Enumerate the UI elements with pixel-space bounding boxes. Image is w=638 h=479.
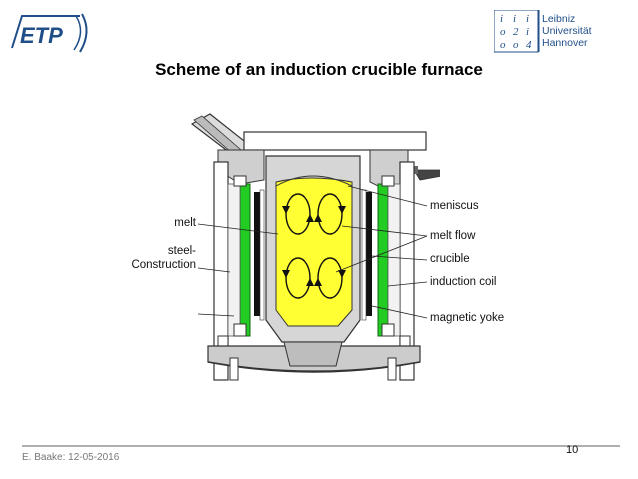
seal-char: i — [526, 13, 529, 25]
university-line-2: Universität — [542, 25, 592, 37]
seal-char: i — [500, 13, 503, 25]
furnace-diagram — [190, 113, 440, 381]
seal-char: o — [500, 26, 506, 38]
seal-char: o — [500, 39, 506, 51]
magnetic-yoke-left — [254, 192, 260, 316]
flow-arrowheads — [282, 206, 346, 286]
label-steel-line-2: Construction — [131, 259, 196, 271]
magnetic-yoke-right — [366, 192, 372, 316]
footer-divider — [22, 445, 620, 447]
foot-left — [229, 357, 239, 381]
seal-char: i — [526, 26, 529, 38]
slide-title: Scheme of an induction crucible furnace — [155, 60, 483, 79]
seal-char: i — [513, 13, 516, 25]
label-induction-coil: induction coil — [430, 276, 497, 288]
footer-author-date: E. Baake: 12-05-2016 — [22, 452, 120, 463]
page-number: 10 — [566, 444, 579, 456]
foot-right — [387, 357, 397, 381]
induction-coil-right — [377, 183, 389, 337]
etp-logo: ETP — [11, 13, 88, 53]
university-name: Leibniz Universität Hannover — [542, 13, 592, 49]
meniscus-dome — [275, 175, 353, 187]
label-magnetic-yoke: magnetic yoke — [430, 312, 505, 324]
label-melt: melt — [174, 217, 196, 229]
university-line-1: Leibniz — [542, 13, 576, 25]
label-melt-flow: melt flow — [430, 230, 476, 242]
seal-char: 2 — [513, 26, 519, 38]
etp-logo-text: ETP — [20, 23, 63, 48]
label-meniscus: meniscus — [430, 200, 479, 212]
seal-char: 4 — [526, 39, 532, 51]
seal-char: o — [513, 39, 519, 51]
university-line-3: Hannover — [542, 37, 588, 49]
base-plug — [283, 341, 343, 367]
label-steel-line-1: steel- — [167, 245, 196, 257]
induction-coil-left — [239, 183, 251, 337]
label-crucible: crucible — [430, 253, 470, 265]
melt — [275, 177, 353, 327]
furnace-lid — [243, 131, 427, 151]
label-steel-construction: steel- Construction — [110, 244, 196, 272]
